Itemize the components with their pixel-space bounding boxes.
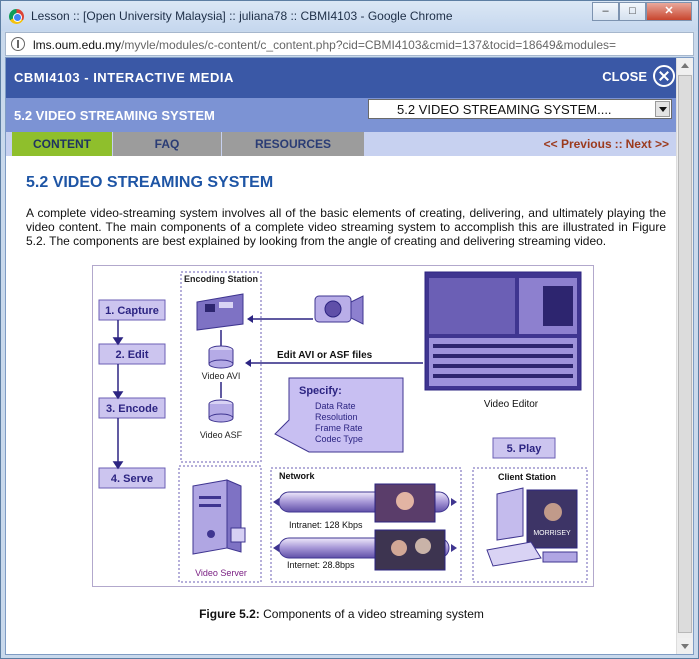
- figure-caption-label: Figure 5.2:: [199, 607, 260, 621]
- specify-item-codec-type: Codec Type: [315, 434, 363, 444]
- step-arrows: [112, 320, 124, 470]
- address-bar[interactable]: lms.oum.edu.my/myvle/modules/c-content/c…: [5, 32, 694, 56]
- tab-faq[interactable]: FAQ: [113, 132, 221, 156]
- step-encode: 3. Encode: [98, 397, 166, 419]
- server-icon: [192, 479, 246, 555]
- specify-item-frame-rate: Frame Rate: [315, 423, 363, 433]
- intranet-label: Intranet: 128 Kbps: [289, 520, 363, 530]
- page-info-icon[interactable]: [11, 37, 25, 51]
- chrome-logo-icon: [9, 9, 24, 24]
- client-computer-icon: MORRISEY: [486, 487, 578, 567]
- video-avi-label: Video AVI: [202, 371, 241, 381]
- internet-label: Internet: 28.8bps: [287, 560, 355, 570]
- camera-icon: [314, 295, 364, 325]
- figure-video-streaming: 1. Capture 2. Edit 3. Encode 4. Serve: [92, 265, 594, 587]
- page-title: 5.2 VIDEO STREAMING SYSTEM: [26, 174, 274, 191]
- intranet-pipe: [278, 483, 450, 523]
- topic-bar: 5.2 VIDEO STREAMING SYSTEM 5.2 VIDEO STR…: [6, 98, 677, 132]
- topic-select[interactable]: 5.2 VIDEO STREAMING SYSTEM....: [368, 99, 672, 119]
- scroll-up-arrow-icon[interactable]: [677, 58, 693, 74]
- client-station-label: Client Station: [498, 472, 556, 482]
- pager: << Previous::Next >>: [544, 137, 669, 151]
- figure-caption-text: Components of a video streaming system: [259, 607, 484, 621]
- video-editor-image: [424, 271, 582, 391]
- figure-caption: Figure 5.2: Components of a video stream…: [6, 607, 677, 621]
- step-play-label: 5. Play: [507, 443, 543, 455]
- scrollbar-thumb[interactable]: [678, 75, 692, 633]
- network-label: Network: [279, 471, 316, 481]
- capture-card-icon: [196, 293, 244, 331]
- previous-link[interactable]: << Previous: [543, 137, 612, 151]
- video-avi-icon: [208, 345, 234, 369]
- video-server-label: Video Server: [195, 568, 247, 578]
- specify-item-resolution: Resolution: [315, 412, 358, 422]
- step-capture-label: 1. Capture: [105, 305, 159, 317]
- internet-pipe: [278, 529, 450, 571]
- minimize-button[interactable]: –: [592, 2, 619, 21]
- close-icon[interactable]: [653, 65, 675, 87]
- chevron-down-icon[interactable]: [655, 101, 670, 117]
- page-viewport: CBMI4103 - INTERACTIVE MEDIA CLOSE 5.2 V…: [5, 57, 694, 655]
- window-controls: – □ ✕: [592, 2, 692, 21]
- topic-title: 5.2 VIDEO STREAMING SYSTEM: [14, 108, 215, 123]
- course-header: CBMI4103 - INTERACTIVE MEDIA CLOSE: [6, 58, 677, 98]
- step-play: 5. Play: [492, 437, 556, 459]
- tab-content[interactable]: CONTENT: [12, 132, 112, 156]
- close-window-button[interactable]: ✕: [646, 2, 692, 21]
- specify-item-data-rate: Data Rate: [315, 401, 356, 411]
- next-link[interactable]: Next >>: [625, 137, 669, 151]
- scroll-down-arrow-icon[interactable]: [677, 638, 693, 654]
- client-screen-text: MORRISEY: [533, 530, 571, 537]
- video-asf-label: Video ASF: [200, 430, 243, 440]
- title-bar: Lesson :: [Open University Malaysia] :: …: [1, 1, 698, 31]
- step-edit: 2. Edit: [98, 343, 166, 365]
- video-server-box: [178, 465, 262, 583]
- url-text[interactable]: lms.oum.edu.my/myvle/modules/c-content/c…: [33, 38, 616, 52]
- step-encode-label: 3. Encode: [106, 403, 158, 415]
- edit-files-label: Edit AVI or ASF files: [277, 350, 373, 361]
- video-editor-label: Video Editor: [484, 399, 539, 410]
- pager-separator: ::: [614, 137, 623, 151]
- tab-resources[interactable]: RESOURCES: [222, 132, 364, 156]
- maximize-button[interactable]: □: [619, 2, 646, 21]
- specify-callout: Specify: Data Rate Resolution Frame Rate…: [274, 377, 404, 453]
- encoding-station-box: [180, 271, 262, 463]
- step-capture: 1. Capture: [98, 299, 166, 321]
- step-serve: 4. Serve: [98, 467, 166, 489]
- topic-select-value: 5.2 VIDEO STREAMING SYSTEM....: [397, 102, 612, 117]
- specify-title: Specify:: [299, 385, 342, 397]
- url-domain: lms.oum.edu.my: [33, 38, 122, 52]
- course-title: CBMI4103 - INTERACTIVE MEDIA: [14, 70, 234, 85]
- window-title: Lesson :: [Open University Malaysia] :: …: [31, 9, 453, 23]
- url-path: /myvle/modules/c-content/c_content.php?c…: [121, 38, 616, 52]
- step-edit-label: 2. Edit: [115, 349, 148, 361]
- vertical-scrollbar[interactable]: [676, 58, 693, 654]
- encoding-station-label: Encoding Station: [184, 274, 258, 284]
- close-link[interactable]: CLOSE: [602, 69, 647, 84]
- intro-paragraph: A complete video-streaming system involv…: [26, 206, 666, 248]
- tab-bar: CONTENT FAQ RESOURCES << Previous::Next …: [6, 132, 677, 156]
- step-serve-label: 4. Serve: [111, 473, 153, 485]
- streaming-diagram: 1. Capture 2. Edit 3. Encode 4. Serve: [98, 271, 588, 583]
- client-station-box: [472, 467, 588, 583]
- video-asf-icon: [208, 399, 234, 423]
